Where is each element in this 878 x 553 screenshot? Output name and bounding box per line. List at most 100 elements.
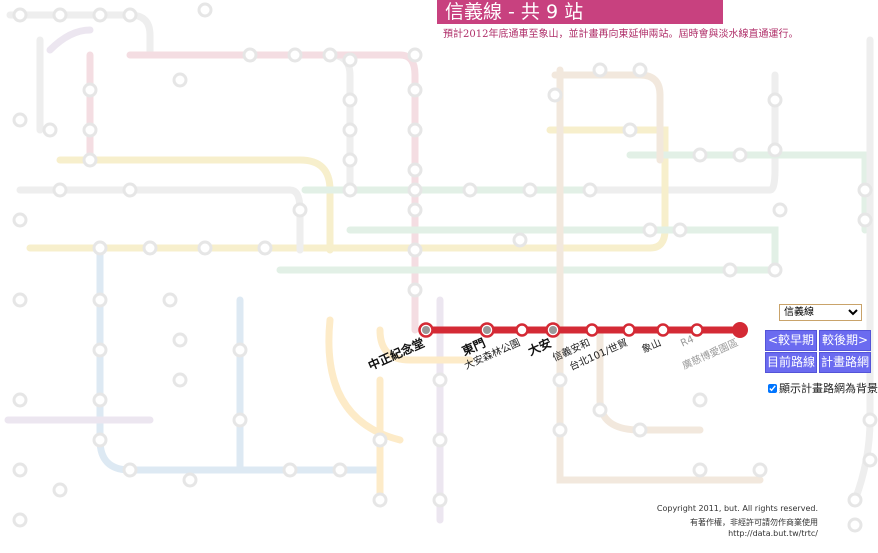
background-station <box>767 262 783 278</box>
background-station <box>92 292 108 308</box>
planned-network-button[interactable]: 計畫路網 <box>819 352 871 373</box>
background-station <box>287 47 303 63</box>
station-marker <box>585 323 599 337</box>
background-station <box>692 392 708 408</box>
background-station <box>592 62 608 78</box>
later-period-button[interactable]: 較後期> <box>819 330 871 351</box>
background-station <box>767 92 783 108</box>
background-station <box>372 432 388 448</box>
background-station <box>862 412 878 428</box>
station-marker <box>515 323 529 337</box>
station-marker <box>622 323 636 337</box>
background-station <box>692 462 708 478</box>
background-station <box>232 412 248 428</box>
background-station <box>142 240 158 256</box>
background-station <box>52 482 68 498</box>
background-station <box>432 372 448 388</box>
background-station <box>322 47 338 63</box>
current-network-button[interactable]: 目前路線 <box>765 352 817 373</box>
background-station <box>407 282 423 298</box>
background-station <box>122 182 138 198</box>
background-station <box>12 462 28 478</box>
background-station <box>857 182 873 198</box>
background-station <box>342 122 358 138</box>
station-marker <box>656 323 670 337</box>
background-station <box>82 122 98 138</box>
background-station <box>512 232 528 248</box>
background-station <box>862 452 878 468</box>
background-station <box>172 372 188 388</box>
terminal-station-marker <box>732 322 748 338</box>
background-station <box>342 92 358 108</box>
background-station <box>12 292 28 308</box>
line-description: 預計2012年底通車至象山，並計畫再向東延伸兩站。屆時會與淡水線直通運行。 <box>443 29 799 40</box>
background-station <box>197 240 213 256</box>
background-station <box>42 122 58 138</box>
background-station <box>12 512 28 528</box>
background-station <box>432 492 448 508</box>
background-station <box>847 517 863 533</box>
background-station <box>692 147 708 163</box>
background-station <box>407 162 423 178</box>
background-station <box>162 292 178 308</box>
background-station <box>232 342 248 358</box>
footer-url[interactable]: http://data.but.tw/trtc/ <box>728 529 818 538</box>
background-station <box>182 472 198 488</box>
background-station <box>767 142 783 158</box>
background-station <box>857 212 873 228</box>
background-station <box>522 182 538 198</box>
copyright-notice: 有著作權，非經許可請勿作商業使用 <box>690 518 818 527</box>
background-station <box>622 122 638 138</box>
background-station <box>552 372 568 388</box>
background-station <box>432 432 448 448</box>
background-station <box>407 122 423 138</box>
background-station <box>672 222 688 238</box>
background-station <box>462 182 478 198</box>
transfer-station-dot <box>422 326 430 334</box>
show-planned-checkbox-row[interactable]: 顯示計畫路網為背景 <box>768 380 878 396</box>
background-station <box>282 462 298 478</box>
background-station <box>82 82 98 98</box>
background-station <box>407 82 423 98</box>
background-station <box>332 462 348 478</box>
background-station <box>632 422 648 438</box>
copyright-text: Copyright 2011, but. All rights reserved… <box>656 504 818 513</box>
background-station <box>342 182 358 198</box>
background-station <box>52 7 68 23</box>
background-station <box>752 462 768 478</box>
background-station <box>547 87 563 103</box>
background-station <box>732 147 748 163</box>
background-station <box>847 492 863 508</box>
background-station <box>52 182 68 198</box>
background-station <box>92 432 108 448</box>
page-title: 信義線 - 共 9 站 <box>437 0 723 24</box>
background-station <box>592 402 608 418</box>
background-station <box>172 72 188 88</box>
background-station <box>197 2 213 18</box>
background-station <box>722 262 738 278</box>
background-station <box>372 492 388 508</box>
earlier-period-button[interactable]: <較早期 <box>765 330 817 351</box>
background-station <box>257 240 273 256</box>
show-planned-checkbox[interactable] <box>768 383 777 393</box>
background-station <box>342 152 358 168</box>
background-station <box>172 332 188 348</box>
background-station <box>582 182 598 198</box>
background-station <box>82 152 98 168</box>
background-station <box>242 47 258 63</box>
background-station <box>407 242 423 258</box>
background-station <box>92 392 108 408</box>
background-station <box>122 462 138 478</box>
background-station <box>12 392 28 408</box>
background-station <box>12 112 28 128</box>
line-select[interactable]: 信義線 <box>779 304 862 321</box>
show-planned-label: 顯示計畫路網為背景 <box>779 382 878 395</box>
background-station <box>342 52 358 68</box>
background-station <box>407 182 423 198</box>
background-station <box>12 212 28 228</box>
background-station <box>552 422 568 438</box>
background-station <box>122 7 138 23</box>
background-station <box>92 7 108 23</box>
